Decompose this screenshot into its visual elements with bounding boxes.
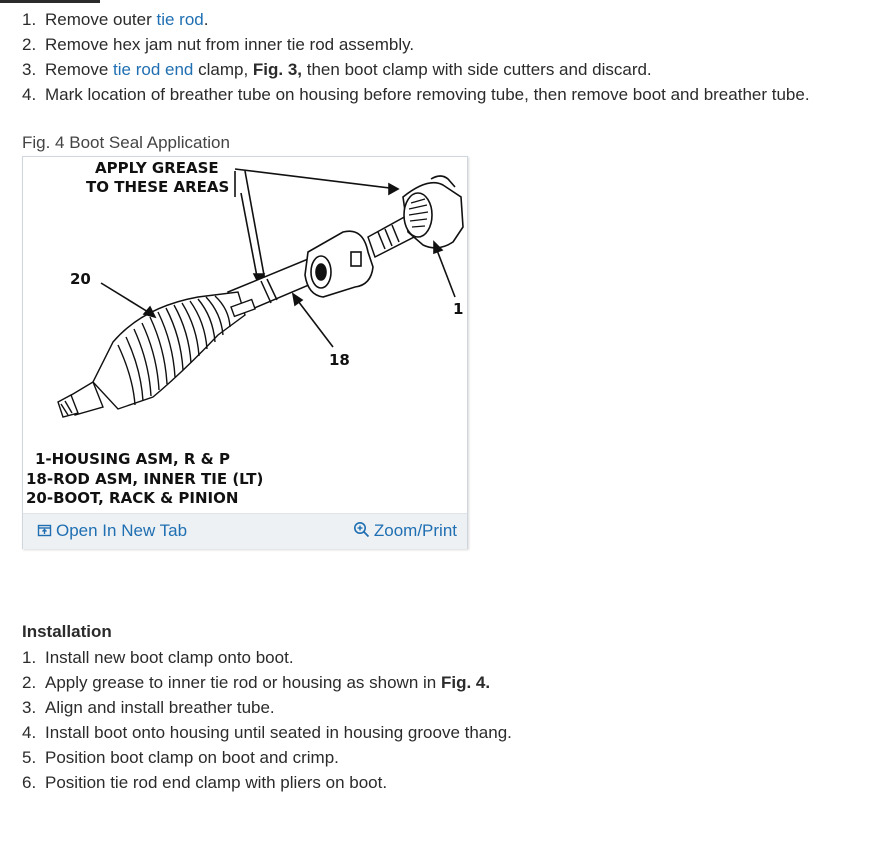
installation-steps-list: 1.Install new boot clamp onto boot. 2.Ap…: [22, 645, 512, 795]
callout-20-leader: [100, 282, 157, 319]
apply-grease-label-line2: TO THESE AREAS: [86, 178, 229, 196]
removal-step-4: 4.Mark location of breather tube on hous…: [22, 85, 810, 104]
removal-steps-list: 1.Remove outer tie rod. 2.Remove hex jam…: [22, 7, 810, 107]
legend-inner-tie-rod: 18-ROD ASM, INNER TIE (LT): [26, 470, 263, 488]
removal-step-3: 3.Remove tie rod end clamp, Fig. 3, then…: [22, 60, 652, 79]
tie-rod-end-link[interactable]: tie rod end: [113, 60, 194, 79]
top-edge-rule: [0, 0, 100, 3]
zoom-print-label: Zoom/Print: [373, 521, 457, 540]
figure-toolbar: Open In New Tab Zoom/Print: [23, 513, 467, 549]
install-step-6: 6.Position tie rod end clamp with pliers…: [22, 773, 388, 792]
boot-seal-diagram: APPLY GREASE TO THESE AREAS: [26, 159, 464, 507]
open-in-new-tab-label: Open In New Tab: [56, 521, 188, 540]
callout-1: 1: [453, 300, 463, 318]
callout-18: 18: [329, 351, 350, 369]
installation-heading: Installation: [22, 622, 112, 641]
rack-pinion-boot: [57, 291, 256, 418]
zoom-print-button[interactable]: Zoom/Print: [353, 521, 457, 541]
install-step-3: 3.Align and install breather tube.: [22, 698, 275, 717]
legend-boot: 20-BOOT, RACK & PINION: [26, 489, 238, 507]
figure-panel: APPLY GREASE TO THESE AREAS: [22, 156, 468, 549]
legend-housing: 1-HOUSING ASM, R & P: [35, 450, 230, 468]
install-step-4: 4.Install boot onto housing until seated…: [22, 723, 512, 742]
inner-tie-rod-housing: [304, 230, 374, 298]
removal-step-2: 2.Remove hex jam nut from inner tie rod …: [22, 35, 415, 54]
callout-1-leader: [433, 240, 456, 298]
callout-18-leader: [291, 292, 334, 348]
callout-20: 20: [70, 270, 91, 288]
apply-grease-label-line1: APPLY GREASE: [95, 159, 219, 177]
rack-pinion-housing: [402, 175, 464, 249]
figure-caption: Fig. 4 Boot Seal Application: [22, 133, 230, 152]
removal-step-1: 1.Remove outer tie rod.: [22, 10, 209, 29]
install-step-2: 2.Apply grease to inner tie rod or housi…: [22, 673, 491, 692]
zoom-icon: [353, 522, 369, 538]
install-step-5: 5.Position boot clamp on boot and crimp.: [22, 748, 339, 767]
tie-rod-link[interactable]: tie rod: [156, 10, 204, 29]
install-step-1: 1.Install new boot clamp onto boot.: [22, 648, 294, 667]
open-in-new-tab-button[interactable]: Open In New Tab: [37, 521, 187, 541]
open-new-tab-icon: [37, 524, 52, 537]
